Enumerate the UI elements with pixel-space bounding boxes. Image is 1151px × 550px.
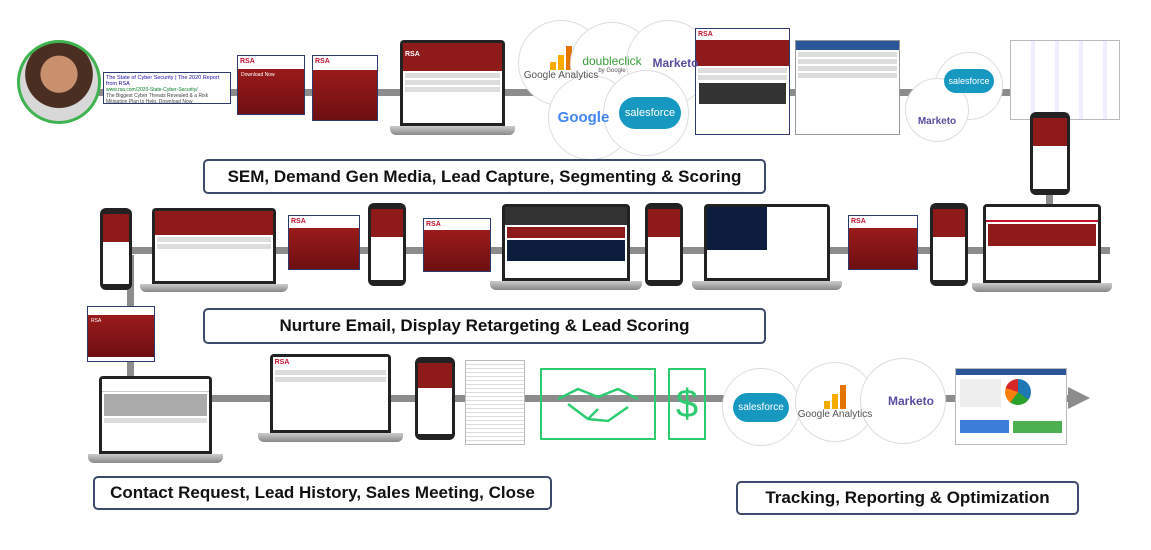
contact-form-laptop: RSA xyxy=(258,354,403,442)
workflow-diagram xyxy=(1010,40,1120,120)
ad-brand: RSA xyxy=(849,216,917,228)
search-ad-title: The State of Cyber Security | The 2020 R… xyxy=(106,75,220,87)
google-text: Google xyxy=(557,109,610,126)
ad-brand: RSA xyxy=(274,359,290,366)
nurture-phone xyxy=(645,203,683,286)
retargeting-laptop xyxy=(692,204,842,290)
stage1-label: SEM, Demand Gen Media, Lead Capture, Seg… xyxy=(203,159,766,194)
nurture-phone xyxy=(100,208,132,290)
display-ad: RSA xyxy=(288,215,360,270)
dollar-sign: $ xyxy=(675,381,699,426)
contact-phone xyxy=(415,357,455,440)
ad-brand: RSA xyxy=(424,219,490,231)
salesforce-logo: salesforce xyxy=(722,368,800,446)
salesforce-logo: salesforce xyxy=(603,70,689,156)
search-ad: The State of Cyber Security | The 2020 R… xyxy=(103,72,231,105)
ad-brand: RSA xyxy=(313,56,377,71)
retargeting-laptop xyxy=(972,204,1112,292)
arrow-head-icon xyxy=(1068,387,1090,409)
ad-brand: RSA xyxy=(289,216,359,228)
persona-avatar xyxy=(17,40,101,124)
nurture-phone xyxy=(368,203,406,286)
ad-brand: RSA xyxy=(405,51,420,58)
stage2-label: Nurture Email, Display Retargeting & Lea… xyxy=(203,308,766,344)
search-ad-desc: The Biggest Cyber Threats Revealed & a R… xyxy=(106,93,209,105)
stage4-label: Tracking, Reporting & Optimization xyxy=(736,481,1079,515)
display-ad: RSA Download Now xyxy=(237,55,305,115)
contact-request-laptop xyxy=(88,376,223,463)
marketo-text: Marketo xyxy=(652,55,699,70)
search-ad-url: www.rsa.com/2020-State-Cyber-Security/ xyxy=(106,87,198,93)
display-ad: RSA xyxy=(87,306,155,362)
salesforce-text: salesforce xyxy=(733,392,789,422)
stage3-label: Contact Request, Lead History, Sales Mee… xyxy=(93,476,552,510)
lead-history-report xyxy=(465,360,525,445)
nurture-phone xyxy=(930,203,968,286)
salesforce-text: salesforce xyxy=(618,97,682,129)
reporting-dashboard xyxy=(955,368,1067,445)
landing-page-laptop: RSA xyxy=(390,40,515,135)
salesforce-text: salesforce xyxy=(944,69,994,93)
google-analytics-text: Google Analytics xyxy=(797,408,873,420)
ad-brand: RSA xyxy=(91,318,102,325)
retargeting-laptop xyxy=(490,204,642,290)
mobile-email-phone xyxy=(1030,112,1070,195)
display-ad: RSA xyxy=(848,215,918,270)
marketo-logo: Marketo xyxy=(860,358,946,444)
stage3-connector xyxy=(110,395,1070,402)
display-ad: RSA xyxy=(423,218,491,272)
doubleclick-text: doubleclick xyxy=(582,54,642,68)
doubleclick-sub: by Google xyxy=(598,68,626,74)
dollar-icon: $ xyxy=(668,368,706,440)
marketo-text: Marketo xyxy=(887,394,934,408)
ad-cta: Download Now xyxy=(241,71,275,78)
google-analytics-text: Google Analytics xyxy=(523,69,599,81)
nurture-laptop xyxy=(140,208,288,292)
ad-brand: RSA xyxy=(238,56,304,69)
display-ad: RSA xyxy=(312,55,378,121)
sales-email xyxy=(795,40,900,135)
marketo-text: Marketo xyxy=(917,115,957,127)
nurture-email: RSA xyxy=(695,28,790,135)
ad-brand: RSA xyxy=(696,29,789,40)
handshake-icon xyxy=(540,368,656,440)
